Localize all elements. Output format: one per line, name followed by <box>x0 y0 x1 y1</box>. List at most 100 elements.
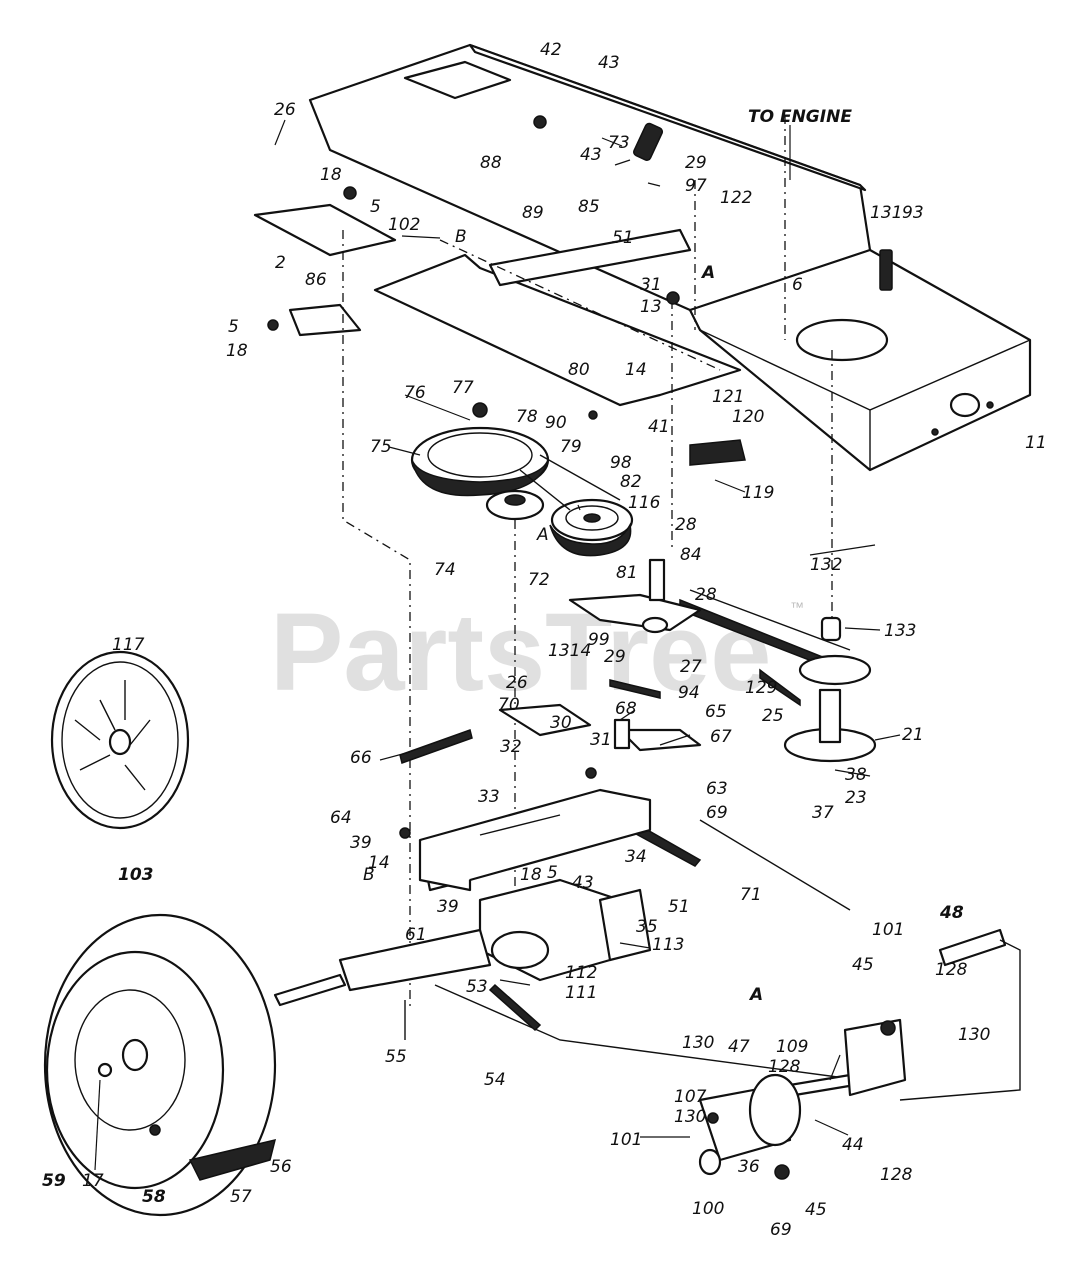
ref-letter-a-bottom: A <box>748 985 763 1005</box>
callout: 1314 <box>548 641 591 661</box>
callout: 77 <box>452 378 474 398</box>
callout: 99 <box>588 630 610 650</box>
ref-letter-a-top: A <box>700 263 715 283</box>
callout: 43 <box>572 873 594 893</box>
idler-brackets <box>498 558 702 752</box>
callout: 13 <box>640 297 662 317</box>
transaxle <box>273 819 861 1081</box>
callout: 111 <box>565 983 597 1003</box>
callout: 59 <box>42 1171 66 1191</box>
callout: 129 <box>745 678 777 698</box>
callout: 73 <box>608 133 630 153</box>
callout: 132 <box>810 555 842 575</box>
callout: 117 <box>112 635 145 655</box>
callout: 79 <box>560 437 582 457</box>
callout: 107 <box>674 1087 707 1107</box>
callout: 18 <box>320 165 342 185</box>
callout: 51 <box>612 228 634 248</box>
callout: 36 <box>738 1157 760 1177</box>
callout: 44 <box>842 1135 864 1155</box>
callout: 18 <box>520 865 542 885</box>
callout: 101 <box>610 1130 642 1150</box>
callout: 39 <box>437 897 459 917</box>
callout: 90 <box>545 413 567 433</box>
pulley-assembly <box>410 426 634 557</box>
callout: 33 <box>478 787 500 807</box>
callout: 54 <box>484 1070 506 1090</box>
callout: 17 <box>82 1171 104 1191</box>
callout: 11 <box>1025 433 1047 453</box>
callout: 55 <box>385 1047 407 1067</box>
callout-numbers: 42 43 26 18 5 102 2 86 5 18 88 89 85 43 … <box>42 40 1047 1240</box>
callout: 58 <box>142 1187 166 1207</box>
callout: 102 <box>388 215 420 235</box>
callout: 88 <box>480 153 502 173</box>
callout: 72 <box>528 570 550 590</box>
callout: 66 <box>350 748 372 768</box>
callout: 86 <box>305 270 327 290</box>
callout: 76 <box>404 383 426 403</box>
callout: 45 <box>852 955 874 975</box>
callout: 53 <box>466 977 488 997</box>
callout: 112 <box>565 963 597 983</box>
callout: 48 <box>939 903 964 923</box>
callout: 100 <box>692 1199 724 1219</box>
callout: 47 <box>728 1037 750 1057</box>
callout: 84 <box>680 545 702 565</box>
callout: 120 <box>732 407 764 427</box>
callout: 103 <box>118 865 154 885</box>
watermark-trademark: ™ <box>790 599 804 615</box>
callout: 128 <box>768 1057 801 1077</box>
callout: 5 <box>228 317 239 337</box>
fasteners <box>97 115 896 1180</box>
callout: 18 <box>226 341 248 361</box>
callout: 5 <box>370 197 381 217</box>
callout: 74 <box>434 560 456 580</box>
callout: 131 <box>870 203 902 223</box>
callout: 39 <box>350 833 372 853</box>
callout: 128 <box>935 960 968 980</box>
alignment-lines <box>342 115 833 1010</box>
callout: 113 <box>652 935 684 955</box>
callout: 128 <box>880 1165 913 1185</box>
ref-letter-a-small: A <box>536 525 549 545</box>
callout: 35 <box>636 917 658 937</box>
callout: 14 <box>625 360 647 380</box>
callout: 2 <box>275 253 286 273</box>
callout: 38 <box>845 765 867 785</box>
callout: 81 <box>616 563 638 583</box>
callout: 94 <box>678 683 700 703</box>
to-engine-label: TO ENGINE <box>748 107 852 127</box>
callout: 69 <box>770 1220 792 1240</box>
callout: 27 <box>680 657 702 677</box>
ref-letter-b-upper: B <box>455 227 467 247</box>
callout: 130 <box>958 1025 990 1045</box>
callout: 119 <box>742 483 774 503</box>
callout: 29 <box>685 153 707 173</box>
callout: 21 <box>902 725 924 745</box>
callout: 41 <box>648 417 670 437</box>
callout: 67 <box>710 727 732 747</box>
callout: 37 <box>812 803 834 823</box>
ref-letter-b-lower: B <box>363 865 375 885</box>
callout: 101 <box>872 920 904 940</box>
callout: 133 <box>884 621 916 641</box>
callout: 5 <box>547 863 558 883</box>
callout: 14 <box>368 853 390 873</box>
callout: 34 <box>625 847 647 867</box>
callout: 116 <box>628 493 661 513</box>
callout: 78 <box>516 407 538 427</box>
callout: 28 <box>675 515 697 535</box>
callout: 28 <box>695 585 717 605</box>
callout: 32 <box>500 737 522 757</box>
callout: 130 <box>674 1107 706 1127</box>
callout: 61 <box>405 925 427 945</box>
callout: 29 <box>604 647 626 667</box>
callout: 43 <box>598 53 620 73</box>
callout: 57 <box>230 1187 252 1207</box>
callout: 45 <box>805 1200 827 1220</box>
callout: 109 <box>776 1037 808 1057</box>
leader-lines <box>94 119 901 1171</box>
callout: 70 <box>498 695 520 715</box>
rear-wheel <box>43 913 277 1217</box>
